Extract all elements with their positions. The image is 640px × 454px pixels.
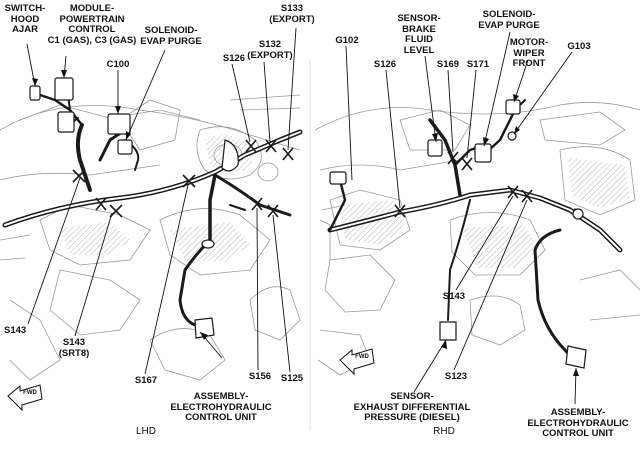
- ehcu-connector-rhd: [565, 345, 587, 369]
- label-g103: G103: [567, 41, 591, 52]
- lhd-leader-lines: [26, 27, 297, 375]
- label-s143-rhd: S143: [442, 291, 466, 302]
- label-s143-srt8: S143 (SRT8): [58, 337, 90, 359]
- lhd-harness: [2, 93, 303, 327]
- fwd-arrow-rhd: [339, 348, 375, 376]
- lhd-engine-bay: [0, 94, 301, 381]
- label-fwd-rhd: FWD: [355, 354, 369, 360]
- switch-hood-ajar-connector: [29, 85, 41, 101]
- lhd-leader-arrows: [32, 70, 208, 340]
- label-s126-lhd: S126: [222, 53, 246, 64]
- rhd-hatched-parts: [340, 158, 630, 268]
- label-fwd-lhd: FWD: [23, 390, 37, 396]
- label-s143-lhd: S143: [4, 325, 27, 336]
- label-s123: S123: [444, 371, 468, 382]
- label-s125: S125: [280, 373, 304, 384]
- rhd-engine-bay: [314, 102, 640, 376]
- label-assembly-ehcu-rhd: ASSEMBLY- ELECTROHYDRAULIC CONTROL UNIT: [527, 407, 629, 439]
- pane-title-lhd: LHD: [135, 426, 156, 437]
- label-s171: S171: [466, 59, 490, 70]
- label-solenoid-evap-purge-rhd: SOLENOID- EVAP PURGE: [478, 9, 540, 31]
- label-c100: C100: [106, 59, 130, 70]
- pane-title-rhd: RHD: [433, 426, 455, 437]
- label-g102: G102: [335, 35, 359, 46]
- label-switch-hood-ajar: SWITCH- HOOD AJAR: [4, 3, 46, 35]
- ehcu-connector-lhd: [194, 317, 215, 339]
- g102-eyelet: [329, 171, 347, 185]
- rhd-components: [329, 99, 587, 369]
- grommet-rhd: [572, 208, 584, 220]
- grommet-lhd: [201, 239, 215, 249]
- label-s126-rhd: S126: [373, 59, 397, 70]
- label-module-powertrain-control: MODULE- POWERTRAIN CONTROL C1 (GAS), C3 …: [47, 3, 137, 46]
- exhaust-sensor-connector: [439, 321, 457, 341]
- evap-purge-connector-lhd: [117, 139, 133, 155]
- label-assembly-ehcu-lhd: ASSEMBLY- ELECTROHYDRAULIC CONTROL UNIT: [170, 391, 272, 423]
- wiper-motor-connector: [505, 99, 521, 115]
- label-sensor-exhaust-differential-pressure: SENSOR- EXHAUST DIFFERENTIAL PRESSURE (D…: [353, 391, 471, 423]
- label-s169: S169: [436, 59, 460, 70]
- pcm-connector-c3: [57, 111, 75, 133]
- fwd-arrow-lhd: [7, 384, 43, 412]
- label-sensor-brake-fluid-level: SENSOR- BRAKE FLUID LEVEL: [397, 13, 441, 56]
- label-s167: S167: [134, 375, 158, 386]
- rhd-splice-marks: [394, 151, 533, 218]
- label-motor-wiper-front: MOTOR- WIPER FRONT: [509, 37, 549, 69]
- label-solenoid-evap-purge-lhd: SOLENOID- EVAP PURGE: [140, 25, 202, 47]
- pcm-connector-c1: [54, 77, 74, 101]
- label-s133: S133 (EXPORT): [269, 3, 315, 25]
- label-s132: S132 (EXPORT): [247, 39, 293, 61]
- evap-purge-connector-rhd: [474, 143, 492, 163]
- rhd-leader-arrows: [432, 94, 579, 376]
- label-s156: S156: [248, 371, 272, 382]
- c100-connector: [107, 113, 131, 135]
- brake-fluid-sensor-connector: [427, 139, 443, 157]
- boot-lhd: [221, 139, 239, 172]
- lhd-splice-marks: [72, 139, 294, 218]
